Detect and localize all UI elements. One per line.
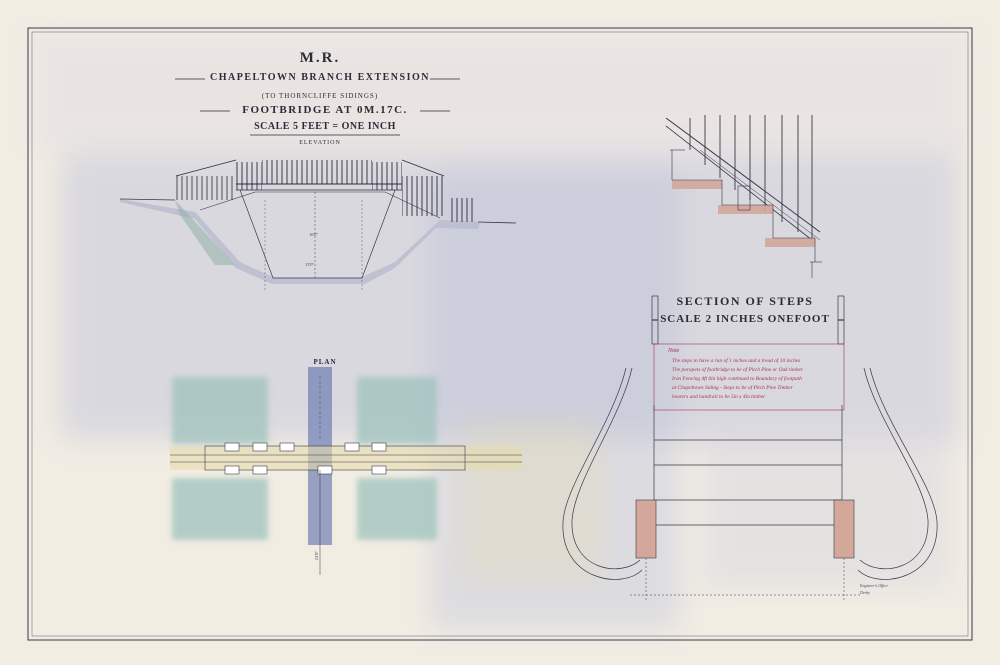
- elevation-dimension-height: 16'0": [309, 232, 319, 237]
- note-line: at Chapeltown Siding - Steps to be of Pi…: [672, 385, 793, 391]
- plan-dimension-span: 24'0": [314, 550, 320, 561]
- note-line: Iron Fencing 4ft 0in high continued to B…: [672, 376, 802, 382]
- signature-line: Derby: [860, 590, 870, 595]
- inner-border: [31, 31, 969, 637]
- step-detail-drawing: [665, 115, 822, 278]
- title-company: M.R.: [299, 50, 341, 66]
- note-heading: Note: [668, 348, 680, 354]
- signature-line: Engineer's Office: [860, 583, 888, 588]
- elevation-drawing: [119, 159, 517, 290]
- steps-section-drawing: [562, 295, 938, 600]
- plan-drawing: [170, 367, 522, 575]
- elevation-label: ELEVATION: [299, 140, 341, 146]
- title-branch-extension: CHAPELTOWN BRANCH EXTENSION: [210, 72, 430, 83]
- steps-section-title: SECTION OF STEPS: [676, 294, 814, 308]
- plan-label: PLAN: [313, 358, 337, 366]
- note-line: The steps to have a run of 1 inches and …: [672, 358, 801, 364]
- note-line: bearers and handrail to be 5in x 4in tim…: [672, 394, 766, 400]
- outer-border: [27, 27, 973, 641]
- steps-section-scale: SCALE 2 INCHES ONEFOOT: [660, 313, 830, 325]
- note-line: The parapets of footbridge to be of Pitc…: [672, 367, 804, 373]
- title-rules: [175, 78, 460, 136]
- title-scale: SCALE 5 FEET = ONE INCH: [254, 121, 396, 132]
- elevation-dimension-clearance: 15'0": [305, 262, 315, 267]
- title-footbridge: FOOTBRIDGE AT 0M.17C.: [242, 104, 408, 116]
- title-sidings: (TO THORNCLIFFE SIDINGS): [261, 92, 379, 100]
